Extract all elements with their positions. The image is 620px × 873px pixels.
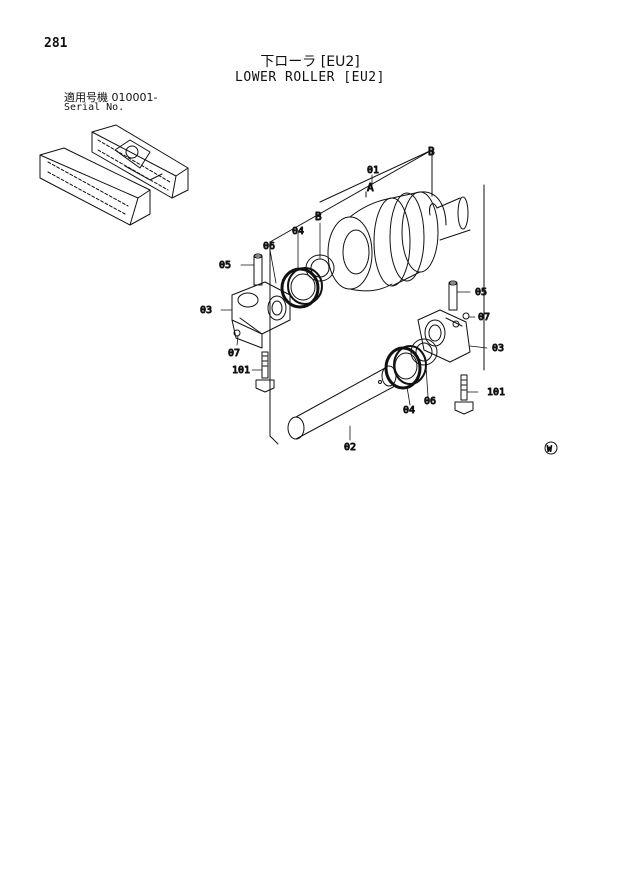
callout-b-top: B: [428, 145, 435, 158]
w-mark: W: [544, 441, 558, 455]
callout-101-right: 101: [487, 387, 505, 398]
collar-left: [231, 281, 291, 349]
spacer-ring-right: [410, 338, 438, 366]
pin-right: [448, 280, 458, 311]
leader-lines: [220, 156, 488, 441]
callout-b-left: B: [315, 210, 322, 223]
callout-a: A: [367, 181, 374, 194]
assembly-frame: [269, 149, 485, 445]
floating-seal-left: [280, 267, 323, 309]
callout-101-left: 101: [232, 365, 250, 376]
pin-left: [253, 253, 263, 286]
callout-01: 01: [367, 165, 379, 176]
callout-07-left: 07: [228, 348, 240, 359]
callout-04-right: 04: [403, 405, 415, 416]
callout-05-left: 05: [219, 260, 231, 271]
washer-right: [462, 312, 470, 320]
roller-body: [327, 191, 471, 292]
callout-02: 02: [344, 442, 356, 453]
bolt-left: [255, 351, 275, 393]
title-english: LOWER ROLLER [EU2]: [235, 70, 385, 85]
callout-04-left: 04: [292, 226, 304, 237]
machine-thumbnail: [39, 124, 189, 226]
callout-05-right: 05: [475, 287, 487, 298]
bolt-right: [454, 374, 474, 415]
title-japanese: 下ローラ [EU2]: [260, 54, 360, 70]
callout-03-left: 03: [200, 305, 212, 316]
serial-label-english: Serial No.: [64, 102, 125, 113]
callout-06-left: 06: [263, 241, 275, 252]
collar-right: [417, 309, 471, 363]
serial-label-japanese: 適用号機 010001-: [64, 91, 158, 104]
callout-07-right: 07: [478, 312, 490, 323]
shaft: [287, 365, 397, 440]
callout-06-right: 06: [424, 396, 436, 407]
w-mark-letter: W: [547, 445, 552, 454]
callout-03-right: 03: [492, 343, 504, 354]
page-number: 281: [44, 36, 68, 51]
